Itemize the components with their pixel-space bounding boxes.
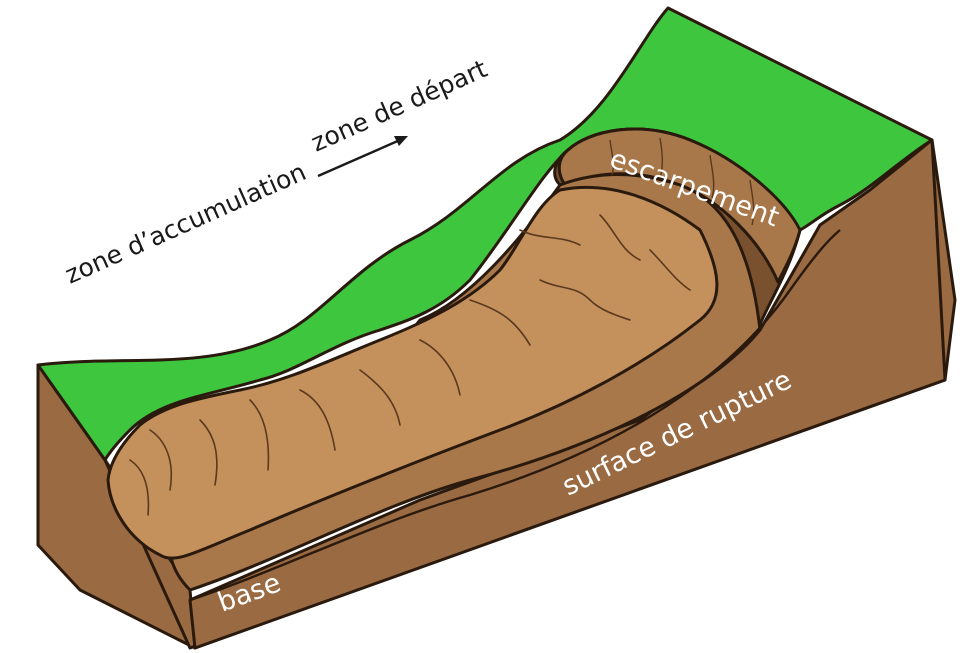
label-accumulation-zone: zone d’accumulation [61,157,311,289]
scarp-cracks [609,137,755,226]
departure-arrow-shaft [317,138,401,178]
departure-arrow-head [394,136,408,146]
slide-mass-cracks [129,214,691,516]
landslide-mass [106,185,719,560]
front-face-layer-line [189,229,841,602]
